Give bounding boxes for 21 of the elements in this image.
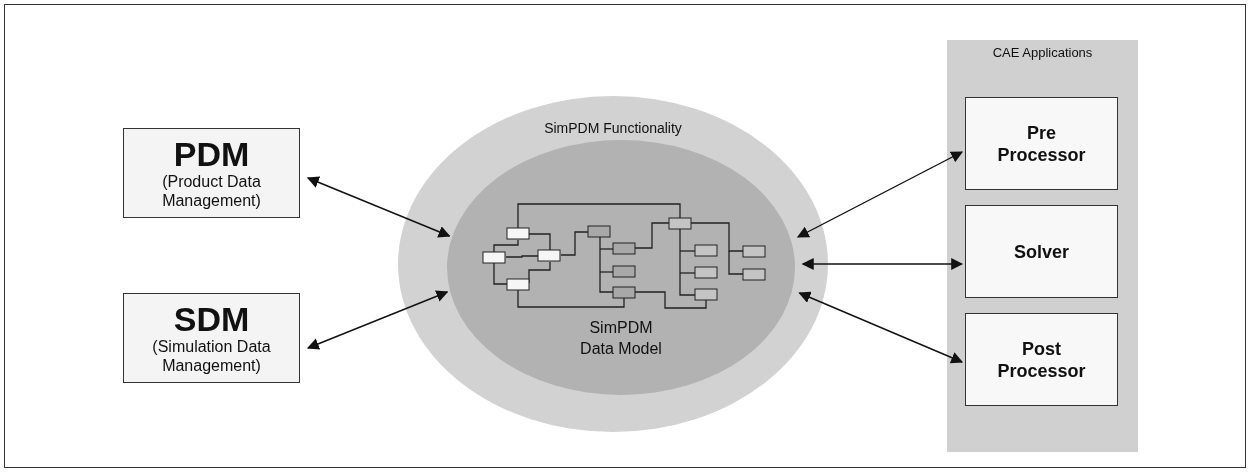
system-box (123, 293, 300, 383)
box-title: PDM (173, 136, 250, 172)
double-arrow (801, 258, 964, 270)
application-box (965, 205, 1118, 298)
group-panel (947, 40, 1138, 452)
ellipse-label: SimPDM Data Model (579, 318, 663, 359)
box-label: Solver (1013, 240, 1070, 263)
ellipse-label: SimPDM Functionality (544, 119, 682, 138)
double-arrow (798, 291, 964, 364)
application-box (965, 313, 1118, 406)
double-arrow (306, 290, 449, 350)
double-arrow (306, 176, 451, 238)
box-title: SDM (173, 301, 250, 337)
box-label: Post Processor (996, 337, 1087, 382)
box-subtitle: (Product Data Management) (161, 172, 262, 210)
system-box (123, 128, 300, 218)
box-subtitle: (Simulation Data Management) (151, 337, 272, 375)
panel-title: CAE Applications (992, 44, 1093, 62)
application-box (965, 97, 1118, 190)
box-label: Pre Processor (996, 121, 1087, 166)
double-arrow (796, 151, 964, 238)
